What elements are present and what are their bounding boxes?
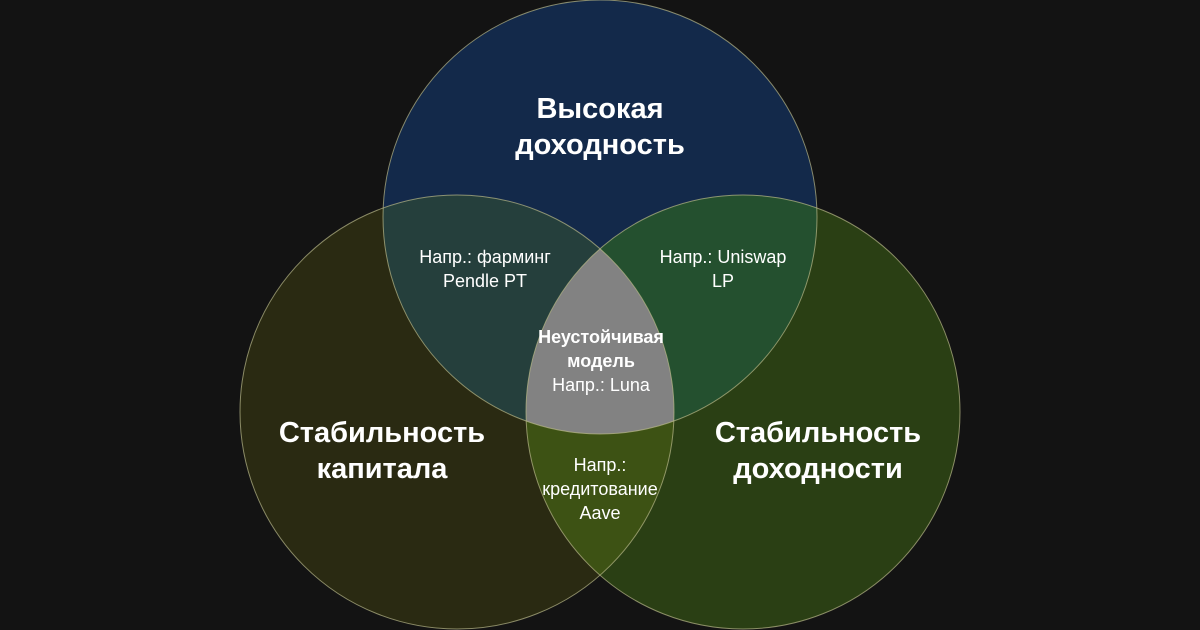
- label-capital-stability: Стабильность капитала: [279, 415, 485, 487]
- label-line: Высокая: [536, 93, 664, 125]
- label-line: Aave: [579, 503, 621, 523]
- label-line: Напр.: фарминг: [419, 247, 551, 267]
- label-line: Неустойчивая: [538, 327, 664, 347]
- label-line: Напр.: Luna: [552, 375, 650, 395]
- label-bottom-overlap: Напр.: кредитование Aave: [542, 453, 658, 525]
- label-line: капитала: [316, 453, 448, 485]
- overlap-center: [526, 195, 674, 434]
- label-center-overlap: Неустойчивая модель Напр.: Luna: [538, 325, 664, 397]
- label-top-right-overlap: Напр.: Uniswap LP: [660, 245, 787, 293]
- label-line: Pendle PT: [442, 271, 528, 291]
- label-line: кредитование: [542, 479, 658, 499]
- label-line: доходность: [515, 129, 685, 161]
- label-line: LP: [711, 271, 735, 291]
- label-line: модель: [567, 351, 635, 371]
- label-yield-stability: Стабильность доходности: [715, 415, 921, 487]
- label-line: доходности: [733, 453, 903, 485]
- label-top-left-overlap: Напр.: фарминг Pendle PT: [419, 245, 551, 293]
- label-line: Стабильность: [278, 417, 486, 449]
- label-line: Напр.: Uniswap: [659, 247, 787, 267]
- label-line: Напр.:: [573, 455, 627, 475]
- label-line: Стабильность: [714, 417, 922, 449]
- label-high-yield: Высокая доходность: [515, 91, 685, 163]
